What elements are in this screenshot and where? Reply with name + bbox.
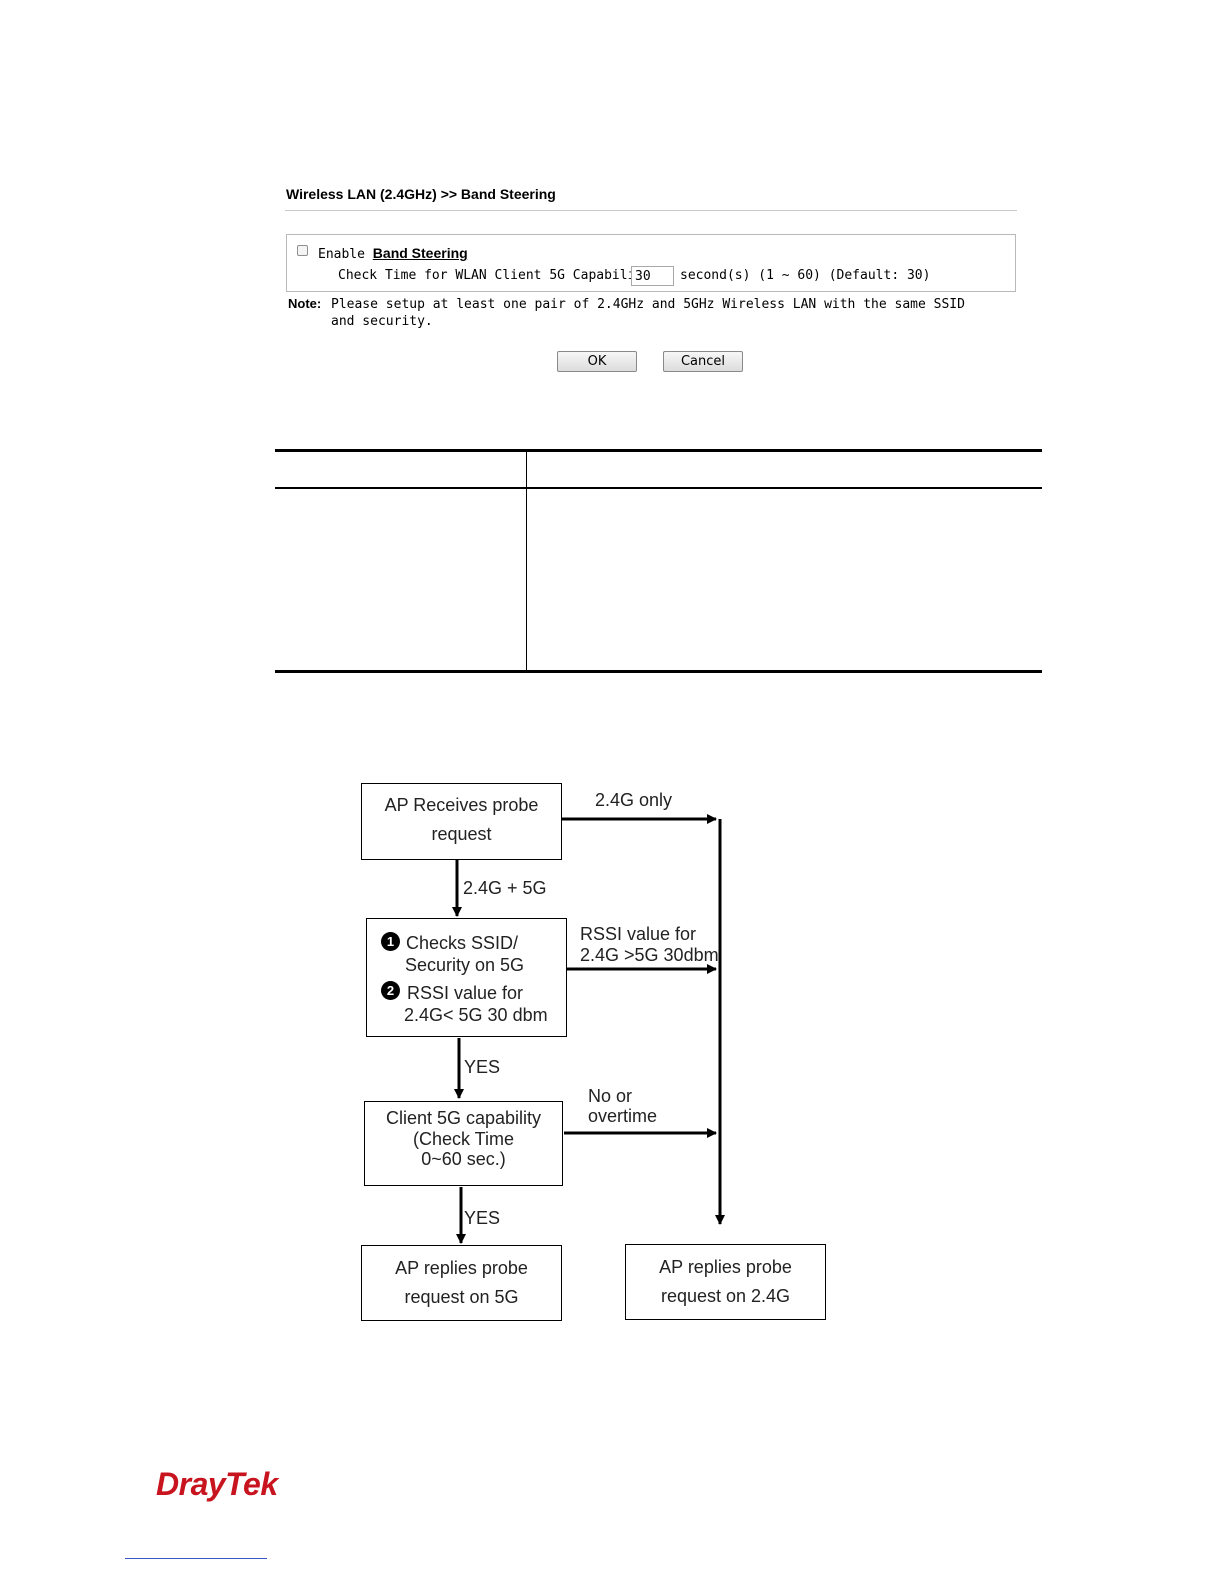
box-text: AP replies probe [395,1258,528,1278]
label-no-overtime: overtime [588,1106,658,1126]
box-ap-replies-5g: AP replies probe request on 5G [361,1245,562,1321]
label-rssi: 2.4G >5G 30dbm [580,945,719,965]
label-yes: YES [464,1208,501,1228]
box-checks: 1 Checks SSID/ Security on 5G 2 RSSI val… [366,918,567,1037]
box-ap-replies-24g: AP replies probe request on 2.4G [625,1244,826,1320]
box-ap-receives-probe: AP Receives probe request [361,783,562,860]
box-text: 0~60 sec.) [421,1149,506,1169]
box-text: request on 5G [404,1287,519,1307]
table-bottom-rule [275,670,1042,673]
enable-row: Enable Band Steering [318,245,468,262]
box-text: request on 2.4G [660,1286,791,1306]
number-badge-2: 2 [381,981,400,1000]
footer-rule [125,1558,267,1559]
box-text: Security on 5G [405,955,525,975]
label-no-overtime: No or [588,1086,633,1106]
table-top-rule [275,449,1042,452]
box-text: request [431,824,492,844]
label-yes: YES [464,1057,501,1077]
box-text: (Check Time [412,1129,515,1149]
page-title: Wireless LAN (2.4GHz) >> Band Steering [286,186,556,202]
box-text: AP Receives probe [384,795,539,815]
band-steering-link[interactable]: Band Steering [372,245,468,261]
enable-label: Enable [318,247,365,262]
check-time-range: second(s) (1 ~ 60) (Default: 30) [680,268,931,283]
ok-button[interactable]: OK [557,351,637,372]
table-column-divider [526,451,527,671]
box-text: Client 5G capability [385,1108,542,1128]
box-text: Checks SSID/ [406,933,519,953]
band-steering-panel [286,234,1016,292]
label-24g-only: 2.4G only [595,790,673,810]
draytek-logo: DrayTek [156,1466,278,1502]
label-24g-plus-5g: 2.4G + 5G [463,878,547,898]
check-time-input[interactable] [631,266,674,286]
box-text: RSSI value for [407,983,524,1003]
enable-band-steering-checkbox[interactable] [297,245,308,256]
cancel-button[interactable]: Cancel [663,351,743,372]
box-text: 2.4G< 5G 30 dbm [404,1005,548,1025]
number-badge-1: 1 [381,932,400,951]
table-header-rule [275,487,1042,489]
title-divider [285,210,1017,211]
check-time-label: Check Time for WLAN Client 5G Capability [338,268,652,283]
note-label: Note: [288,296,322,311]
note-text: Please setup at least one pair of 2.4GHz… [331,297,965,329]
box-text: AP replies probe [659,1257,792,1277]
label-rssi: RSSI value for [580,924,697,944]
box-client-5g-capability: Client 5G capability (Check Time 0~60 se… [364,1101,563,1186]
